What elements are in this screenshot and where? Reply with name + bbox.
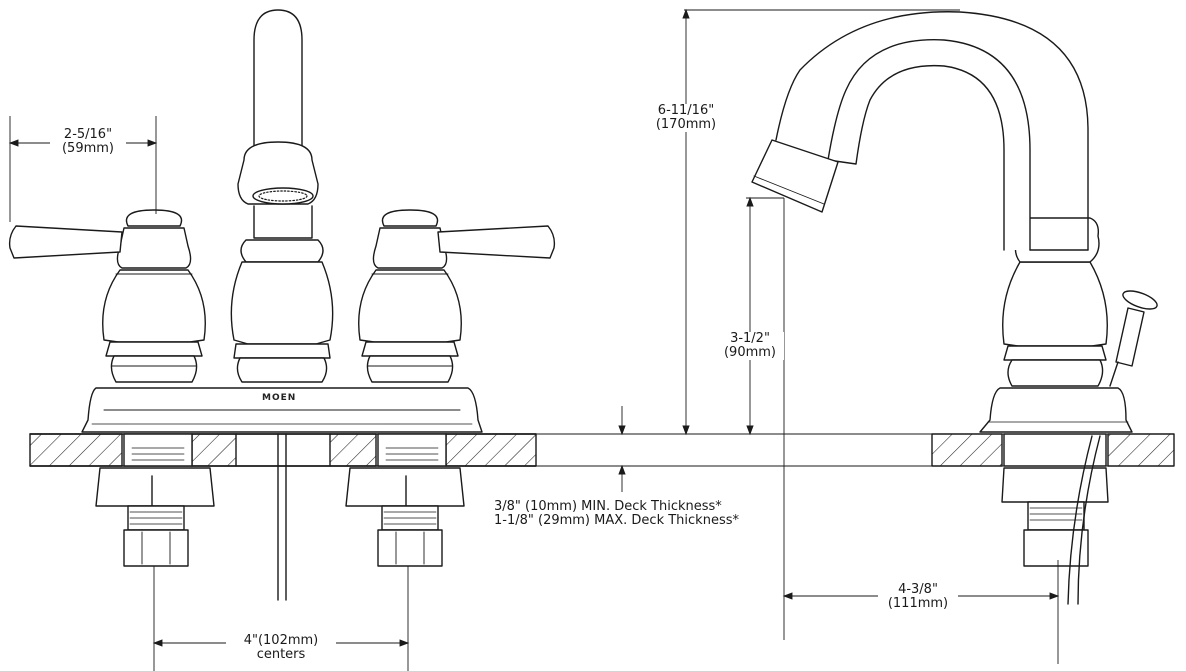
spout-height-metric: (170mm) <box>655 117 717 132</box>
spout-clearance-metric: (90mm) <box>723 345 776 360</box>
centers-value: 4"(102mm) <box>243 633 319 648</box>
aerator <box>751 139 839 213</box>
left-shank <box>95 433 215 567</box>
gooseneck-spout <box>827 39 1031 251</box>
deck-thickness-min: 3/8" (10mm) MIN. Deck Thickness* <box>494 499 722 514</box>
spout-height-label: 6-11/16" (170mm) <box>640 104 732 132</box>
centers-label: 4"(102mm) centers <box>226 634 336 662</box>
handle-spread-metric: (59mm) <box>61 141 114 156</box>
right-shank <box>345 433 465 567</box>
front-view <box>8 9 556 601</box>
spout-height-imperial: 6-11/16" <box>657 103 715 118</box>
side-view <box>535 11 1175 605</box>
spout-reach-metric: (111mm) <box>887 596 949 611</box>
side-deck <box>535 433 1175 467</box>
handle-spread-label: 2-5/16" (59mm) <box>50 128 126 156</box>
spout-clearance-imperial: 3-1/2" <box>730 331 770 346</box>
centers-text: centers <box>256 647 306 662</box>
center-spout <box>230 9 334 383</box>
deck-thickness-max: 1-1/8" (29mm) MAX. Deck Thickness* <box>494 513 739 528</box>
left-handle <box>8 209 206 383</box>
spout-reach-label: 4-3/8" (111mm) <box>878 583 958 611</box>
spout-reach-imperial: 4-3/8" <box>898 582 938 597</box>
brand-logo-text: MOEN <box>262 393 297 403</box>
deck-thickness-notes: 3/8" (10mm) MIN. Deck Thickness* 1-1/8" … <box>494 500 739 528</box>
spout-clearance-label: 3-1/2" (90mm) <box>716 332 784 360</box>
right-handle <box>358 209 556 383</box>
front-deck <box>29 433 537 467</box>
handle-spread-imperial: 2-5/16" <box>63 127 113 142</box>
